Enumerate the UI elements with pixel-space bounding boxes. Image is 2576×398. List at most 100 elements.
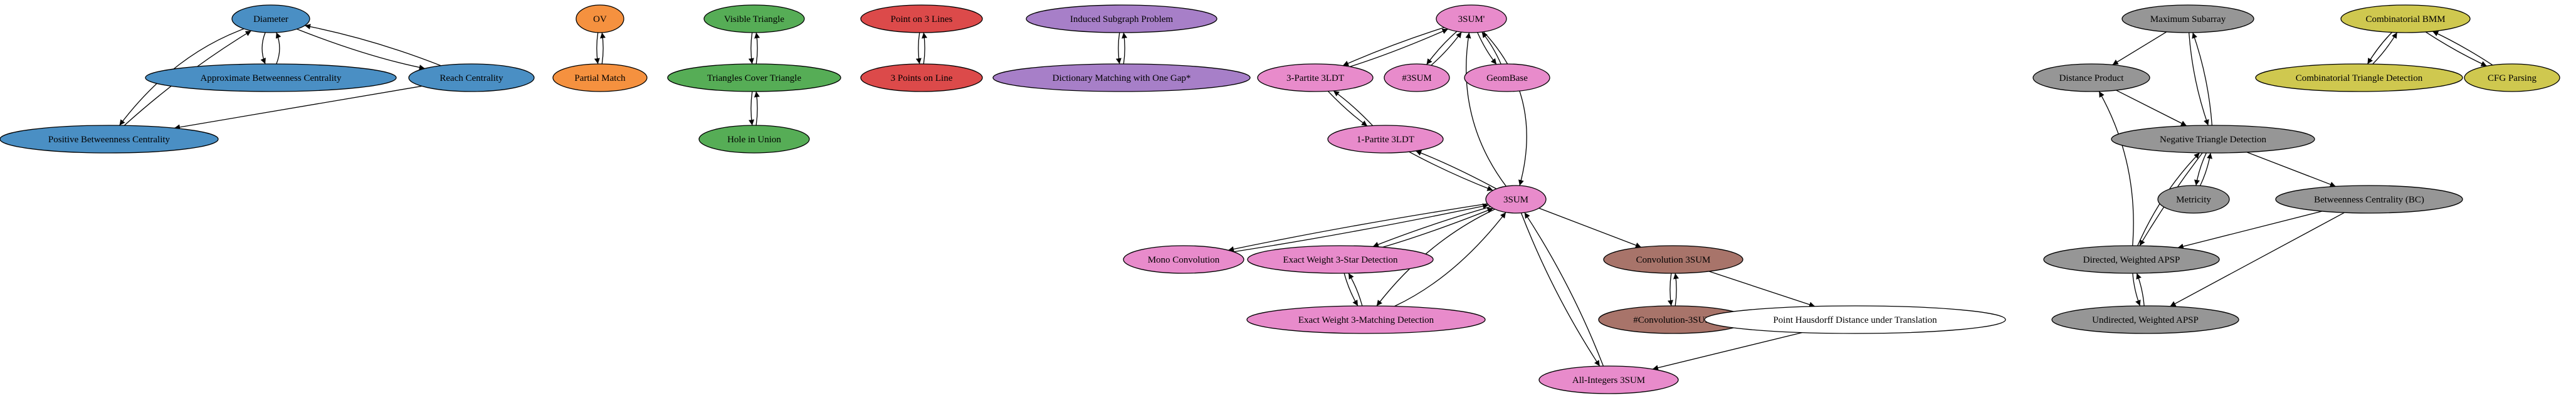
edge-negtri-to-maxsub	[2192, 32, 2213, 126]
node-ellipse	[2121, 4, 2254, 33]
node-reach: Reach Centrality	[408, 63, 535, 92]
node-ellipse	[860, 4, 983, 33]
edge-conv-to-hconv	[1668, 273, 1673, 306]
node-label: GeomBase	[1486, 73, 1528, 83]
edge-cbmm-to-ctd	[2367, 32, 2393, 65]
node-partial: Partial Match	[552, 63, 648, 92]
node-star: Exact Weight 3-Star Detection	[1247, 245, 1434, 274]
edge-dirapsp-to-undapsp	[2132, 273, 2141, 306]
node-label: Mono Convolution	[1148, 255, 1220, 265]
node-ellipse	[1246, 305, 1486, 334]
edge-bc-to-dirapsp	[2177, 211, 2323, 249]
edge-ldt3-to-sum3p	[1350, 28, 1448, 68]
node-ellipse	[698, 125, 810, 154]
node-ellipse	[703, 4, 805, 33]
edge-sum3p-to-sum3	[1483, 31, 1527, 186]
edge-hsum-to-sum3p	[1431, 31, 1462, 66]
edge-diameter-to-abc	[260, 32, 266, 65]
node-label: Hole in Union	[727, 135, 781, 145]
edge-conv-to-hausdorff	[1708, 271, 1816, 308]
node-ellipse	[2464, 63, 2560, 92]
edge-ctd-to-cbmm	[2372, 32, 2398, 65]
edge-hconv-to-conv	[1673, 273, 1679, 306]
edge-cfg-to-cbmm	[2432, 31, 2493, 66]
node-ellipse	[552, 63, 648, 92]
edge-star-to-sum3	[1382, 207, 1493, 248]
node-label: 3 Points on Line	[891, 73, 953, 83]
node-ellipse	[576, 4, 624, 33]
node-label: 3SUM'	[1458, 14, 1485, 24]
node-isp: Induced Subgraph Problem	[1026, 4, 1217, 33]
edge-sum3p-to-hsum	[1426, 31, 1458, 65]
edge-sum3p-to-geom	[1477, 32, 1497, 65]
node-ellipse	[992, 63, 1251, 92]
edge-ldt3-to-ldt1	[1327, 91, 1368, 127]
edge-metric-to-negtri	[2199, 152, 2212, 186]
edge-reach-to-diameter	[304, 24, 441, 66]
node-label: Diameter	[253, 14, 288, 24]
node-cbmm: Combinatorial BMM	[2340, 4, 2471, 33]
edge-pts3-to-pt3	[922, 32, 928, 65]
node-ellipse	[2340, 4, 2471, 33]
node-label: 3-Partite 3LDT	[1286, 73, 1344, 83]
edge-sum3-to-allint	[1520, 212, 1601, 367]
node-ellipse	[860, 63, 983, 92]
node-undapsp: Undirected, Weighted APSP	[2051, 305, 2239, 334]
node-pt3: Point on 3 Lines	[860, 4, 983, 33]
node-hconv: #Convolution-3SUM	[1598, 305, 1748, 334]
node-ellipse	[408, 63, 535, 92]
node-hsum: #3SUM	[1384, 63, 1450, 92]
node-ellipse	[1384, 63, 1450, 92]
node-label: Maximum Subarray	[2150, 14, 2226, 24]
node-sum3p: 3SUM'	[1436, 4, 1507, 33]
edge-tricover-to-vistri	[754, 32, 760, 65]
node-ellipse	[231, 4, 310, 33]
node-ellipse	[2255, 63, 2463, 92]
node-ellipse	[2111, 125, 2315, 154]
edge-ldt1-to-ldt3	[1333, 90, 1374, 126]
edge-hausdorff-to-allint	[1652, 332, 1802, 371]
edge-match-to-star	[1348, 273, 1363, 306]
node-label: #3SUM	[1402, 73, 1432, 83]
node-ellipse	[1485, 185, 1547, 214]
node-ellipse	[667, 63, 841, 92]
node-label: #Convolution-3SUM	[1633, 315, 1713, 325]
node-tricover: Triangles Cover Triangle	[667, 63, 841, 92]
edge-dict-to-isp	[1122, 32, 1128, 65]
node-negtri: Negative Triangle Detection	[2111, 125, 2315, 154]
edge-negtri-to-bc	[2246, 152, 2336, 187]
node-label: Undirected, Weighted APSP	[2092, 315, 2199, 325]
node-label: 3SUM	[1503, 195, 1528, 205]
node-conv: Convolution 3SUM	[1603, 245, 1743, 274]
node-label: Positive Betweenness Centrality	[48, 135, 171, 145]
node-ellipse	[1436, 4, 1507, 33]
node-label: Betweenness Centrality (BC)	[2314, 195, 2424, 205]
node-cfg: CFG Parsing	[2464, 63, 2560, 92]
node-label: Triangles Cover Triangle	[707, 73, 802, 83]
node-allint: All-Integers 3SUM	[1538, 365, 1679, 394]
edge-match-to-sum3	[1394, 212, 1506, 307]
node-vistri: Visible Triangle	[703, 4, 805, 33]
node-ellipse	[1464, 63, 1550, 92]
edge-distprod-to-negtri	[2116, 90, 2187, 127]
node-mono: Mono Convolution	[1123, 245, 1244, 274]
node-dirapsp: Directed, Weighted APSP	[2043, 245, 2220, 274]
edge-geom-to-sum3p	[1481, 31, 1501, 65]
node-ov: OV	[576, 4, 624, 33]
node-hole: Hole in Union	[698, 125, 810, 154]
edge-tricover-to-hole	[749, 91, 755, 126]
node-ellipse	[2157, 185, 2230, 214]
edge-diameter-to-reach	[297, 28, 425, 70]
edge-maxsub-to-distprod	[2112, 31, 2167, 66]
node-ellipse	[1538, 365, 1679, 394]
node-label: Partial Match	[574, 73, 626, 83]
node-match: Exact Weight 3-Matching Detection	[1246, 305, 1486, 334]
node-label: Combinatorial Triangle Detection	[2296, 73, 2423, 83]
node-label: OV	[593, 14, 607, 24]
node-ellipse	[1257, 63, 1374, 92]
edge-bc-to-undapsp	[2170, 212, 2345, 307]
node-ctd: Combinatorial Triangle Detection	[2255, 63, 2463, 92]
node-ellipse	[1704, 305, 2006, 334]
edge-sum3-to-star	[1372, 206, 1491, 248]
